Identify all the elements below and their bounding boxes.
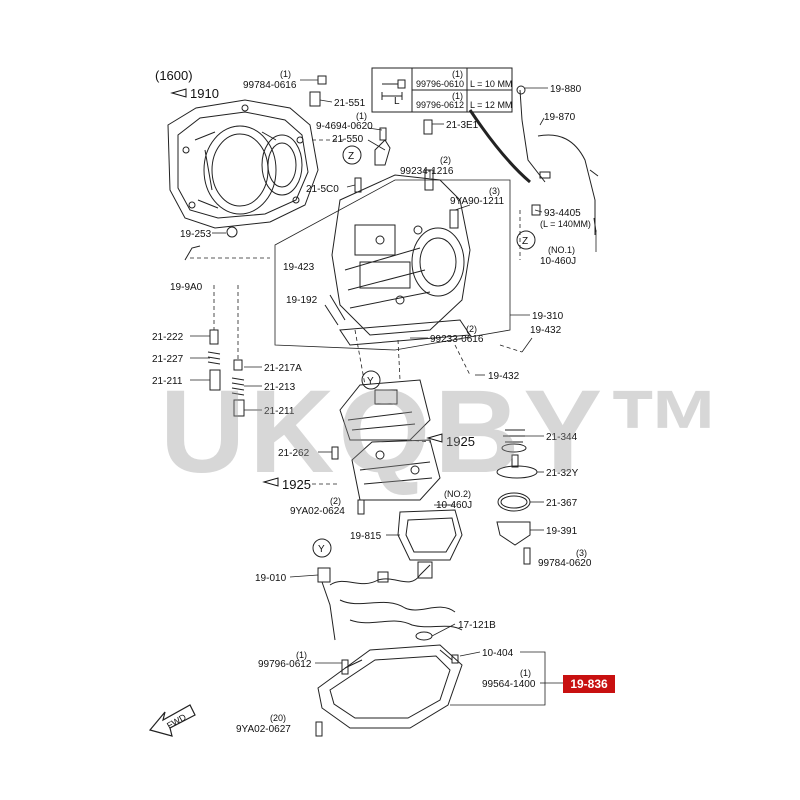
part-99564-1400: 99564-1400 (482, 679, 536, 690)
part-21-213: 21-213 (264, 382, 296, 393)
ref-1910-label: 1910 (190, 86, 219, 101)
part-99784-0620: 99784-0620 (538, 558, 592, 569)
length-93-4405: (L = 140MM) (540, 219, 591, 229)
part-21-551: 21-551 (334, 98, 366, 109)
marker-y-center: Y (367, 376, 374, 387)
marker-z-top: Z (348, 151, 354, 162)
ref-arrow-icon-1925-left (262, 477, 279, 487)
qty-9ya02-0627: (20) (270, 713, 286, 723)
part-21-344: 21-344 (546, 432, 578, 443)
part-19-815: 19-815 (350, 531, 382, 542)
qty-99796-0612: (1) (296, 650, 307, 660)
marker-z-circle-top (342, 145, 362, 165)
part-93-4405: 93-4405 (544, 208, 581, 219)
ref-arrow-icon (170, 88, 187, 98)
marker-y-circle-center (361, 370, 381, 390)
part-21-262: 21-262 (278, 448, 310, 459)
alignment-dashes (190, 139, 523, 485)
part-21-217a: 21-217A (264, 363, 302, 374)
ref-arrow-icon-1925-right (426, 433, 443, 443)
qty-10-460j-bottom: (NO.2) (444, 489, 471, 499)
part-19-253: 19-253 (180, 229, 212, 240)
part-19-192: 19-192 (286, 295, 318, 306)
part-9ya02-0627: 9YA02-0627 (236, 724, 291, 735)
marker-z-circle-right (516, 230, 536, 250)
bolt-row-1-length: L = 10 MM (470, 79, 512, 89)
marker-y-circle-lower (312, 538, 332, 558)
bolt-row-2-qty: (1) (452, 91, 463, 101)
qty-10-460j-top: (NO.1) (548, 245, 575, 255)
part-99233-0616: 99233-0616 (430, 334, 484, 345)
part-21-222: 21-222 (152, 332, 184, 343)
bolt-row-2-part: 99796-0612 (416, 100, 464, 110)
part-10-460j-top: 10-460J (540, 256, 576, 267)
transaxle-case-drawing (167, 99, 319, 229)
part-21-367: 21-367 (546, 498, 578, 509)
strainer-harness-drawing (317, 509, 463, 641)
part-19-310: 19-310 (532, 311, 564, 322)
leader-lines (190, 79, 597, 706)
ref-1925-right: 1925 (446, 434, 475, 449)
part-99796-0612: 99796-0612 (258, 659, 312, 670)
bolt-table-drawing (371, 67, 513, 113)
fwd-arrow-icon (148, 704, 196, 737)
part-21-211-right: 21-211 (264, 406, 295, 417)
qty-99784-0616: (1) (280, 69, 291, 79)
part-21-5c0: 21-5C0 (306, 184, 339, 195)
part-21-3e1: 21-3E1 (446, 120, 479, 131)
qty-99234-1216: (2) (440, 155, 451, 165)
oil-level-gauge-drawing (468, 85, 599, 235)
part-10-404: 10-404 (482, 648, 514, 659)
qty-9-4694-0620: (1) (356, 111, 367, 121)
qty-9ya90-1211: (3) (489, 186, 500, 196)
part-21-550: 21-550 (332, 134, 364, 145)
part-99234-1216: 99234-1216 (400, 166, 454, 177)
qty-99233-0616: (2) (466, 324, 477, 334)
bolt-row-1-part: 99796-0610 (416, 79, 464, 89)
part-19-423: 19-423 (283, 262, 315, 273)
valve-body-assembly-drawing (274, 174, 511, 351)
oil-pan-drawing (315, 631, 463, 737)
part-17-121b: 17-121B (458, 620, 496, 631)
part-19-432-upper: 19-432 (530, 325, 562, 336)
valve-springs-drawing (207, 329, 245, 417)
marker-z-right: Z (522, 236, 528, 247)
part-19-391: 19-391 (546, 526, 578, 537)
part-99784-0616: 99784-0616 (243, 80, 297, 91)
ref-1925-left: 1925 (282, 477, 311, 492)
qty-9ya02-0624: (2) (330, 496, 341, 506)
part-9ya02-0624: 9YA02-0624 (290, 506, 345, 517)
part-9ya90-1211: 9YA90-1211 (450, 196, 505, 207)
lower-valve-body-drawing (331, 379, 441, 515)
part-21-32y: 21-32Y (546, 468, 579, 479)
part-19-870: 19-870 (544, 112, 576, 123)
bolt-row-1-qty: (1) (452, 69, 463, 79)
highlighted-part-19-836[interactable]: 19-836 (563, 675, 615, 693)
part-9-4694-0620: 9-4694-0620 (316, 121, 373, 132)
qty-99564-1400: (1) (520, 668, 531, 678)
part-19-010: 19-010 (255, 573, 287, 584)
bolt-dim-label: L (394, 96, 400, 107)
part-19-9a0: 19-9A0 (170, 282, 203, 293)
accumulator-parts-drawing (496, 429, 538, 565)
part-10-460j-bottom: 10-460J (436, 500, 472, 511)
fwd-label: FWD (165, 712, 188, 731)
case-note-label: (1600) (155, 68, 193, 83)
qty-99784-0620: (3) (576, 548, 587, 558)
part-21-227: 21-227 (152, 354, 184, 365)
bolt-row-2-length: L = 12 MM (470, 100, 512, 110)
part-19-432-lower: 19-432 (488, 371, 520, 382)
part-19-880: 19-880 (550, 84, 582, 95)
marker-y-lower: Y (318, 544, 325, 555)
part-21-211-left: 21-211 (152, 376, 183, 387)
